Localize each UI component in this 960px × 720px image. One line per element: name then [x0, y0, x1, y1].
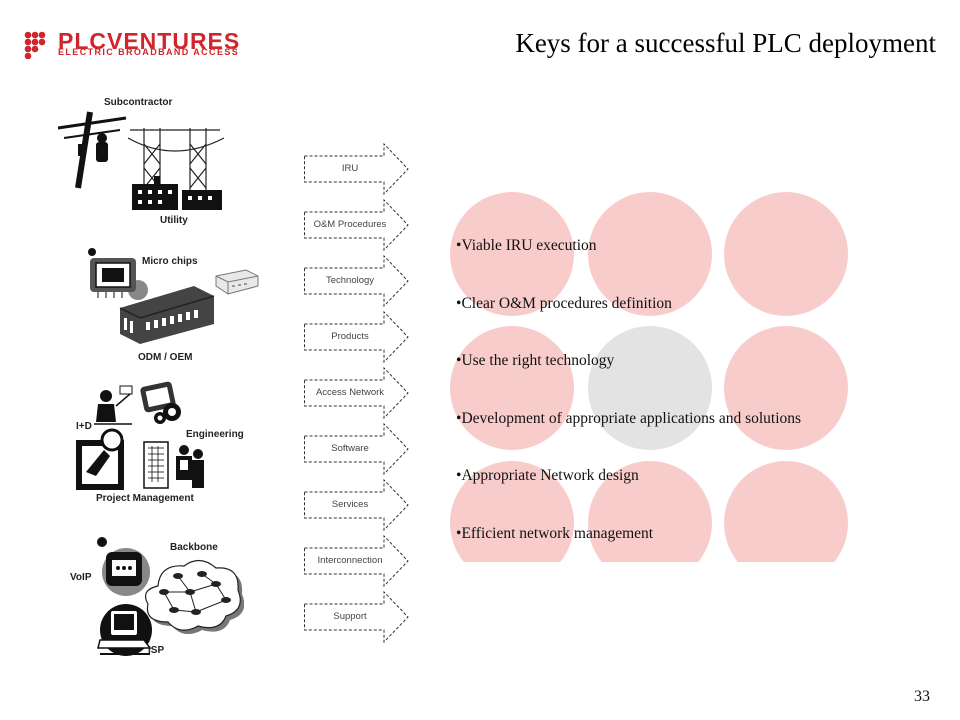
step-products: Products [304, 311, 410, 363]
label-voip: VoIP [70, 572, 92, 583]
circle-r1-c1 [450, 192, 574, 316]
logo-tagline: ELECTRIC BROADBAND ACCESS [58, 47, 240, 57]
circle-r1-c2 [588, 192, 712, 316]
circle-r1-c3 [724, 192, 848, 316]
utility-pole-icon [57, 111, 127, 189]
step-technology: Technology [304, 255, 410, 307]
step-interconnection: Interconnection [304, 535, 410, 587]
step-access-network: Access Network [304, 367, 410, 419]
step-label: Access Network [315, 387, 385, 398]
label-isp: ISP [148, 645, 165, 656]
microchip-icon [88, 248, 148, 300]
chevron-arrow-icon [304, 479, 409, 531]
circle-r3-c1 [450, 461, 574, 562]
engineers-blueprint-icon [143, 441, 204, 489]
label-backbone: Backbone [170, 542, 218, 553]
bullet-dot-icon: • [456, 525, 462, 542]
circle-r3-c3 [724, 461, 848, 562]
chevron-arrow-icon [304, 423, 409, 475]
step-services: Services [304, 479, 410, 531]
factory-building-icon [119, 286, 215, 344]
bullet-item: •Clear O&M procedures definition [456, 295, 672, 312]
logo-name: PLCVENTURES [58, 28, 241, 54]
circle-matrix [450, 192, 848, 562]
modem-device-icon [215, 269, 259, 295]
bullet-item: •Use the right technology [456, 352, 615, 369]
chevron-arrow-icon [304, 255, 409, 307]
bullet-dot-icon: • [456, 410, 462, 427]
power-tower-icon [127, 128, 225, 210]
step-label: IRU [341, 163, 359, 174]
step-software: Software [304, 423, 410, 475]
bullet-dot-icon: • [456, 237, 462, 254]
step-om-procedures: O&M Procedures [304, 199, 410, 251]
step-label: Products [331, 331, 369, 342]
gears-laptop-icon [140, 381, 181, 424]
chevron-arrow-icon [304, 591, 409, 643]
chevron-arrow-icon [304, 367, 409, 419]
chevron-arrow-icon [304, 535, 409, 587]
bullet-item: •Appropriate Network design [456, 467, 639, 484]
circle-r2-c1 [450, 326, 574, 450]
logo-mark-icon [24, 31, 46, 59]
label-subcontractor: Subcontractor [104, 97, 173, 108]
step-label: Support [333, 611, 367, 622]
magnifier-hand-icon [76, 428, 124, 490]
chevron-arrow-icon [304, 199, 409, 251]
step-iru: IRU [304, 143, 410, 195]
bullet-dot-icon: • [456, 467, 462, 484]
page-title: Keys for a successful PLC deployment [515, 28, 936, 58]
label-i-d: I+D [76, 421, 92, 432]
bullet-item: •Efficient network management [456, 525, 654, 542]
label-project-management: Project Management [96, 493, 194, 504]
bullet-item: •Development of appropriate applications… [456, 410, 802, 427]
label-utility: Utility [160, 215, 188, 226]
circle-r2-c2 [588, 326, 712, 450]
researcher-icon [94, 385, 133, 425]
step-label: O&M Procedures [313, 219, 387, 230]
label-engineering: Engineering [186, 429, 244, 440]
bullet-dot-icon: • [456, 295, 462, 312]
step-label: Interconnection [317, 555, 383, 566]
circle-r2-c3 [724, 326, 848, 450]
telephone-icon [97, 537, 150, 596]
label-odm-oem: ODM / OEM [138, 352, 193, 363]
step-label: Services [331, 499, 369, 510]
chevron-arrow-icon [304, 143, 409, 195]
step-support: Support [304, 591, 410, 643]
page-number: 33 [914, 688, 930, 705]
step-label: Technology [325, 275, 375, 286]
chevron-arrow-icon [304, 311, 409, 363]
circle-r3-c2 [588, 461, 712, 562]
computer-isp-icon [97, 604, 152, 656]
bullet-item: •Viable IRU execution [456, 237, 597, 254]
label-micro-chips: Micro chips [142, 256, 198, 267]
step-label: Software [331, 443, 369, 454]
network-cloud-icon [145, 559, 244, 634]
bullet-dot-icon: • [456, 352, 462, 369]
